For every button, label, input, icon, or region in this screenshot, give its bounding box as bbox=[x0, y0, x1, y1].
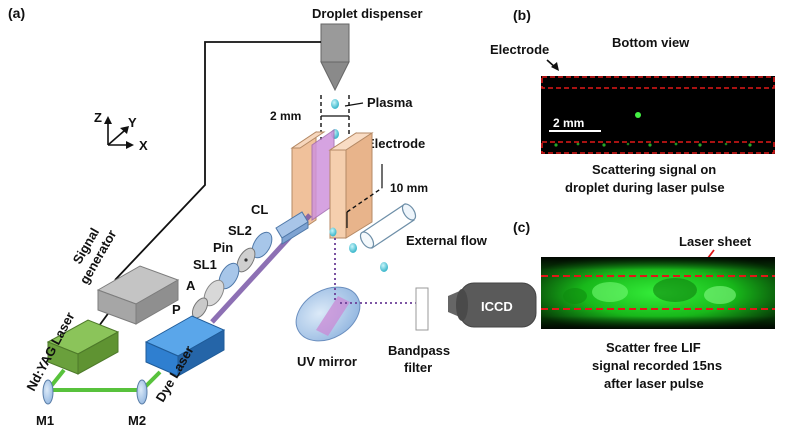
panel-b-electrode-label: Electrode bbox=[490, 42, 549, 57]
plasma-pointer bbox=[344, 102, 364, 107]
sl2-label: SL2 bbox=[228, 223, 252, 238]
uv-mirror-label: UV mirror bbox=[297, 354, 357, 369]
pinhole-aperture bbox=[244, 258, 248, 262]
panel-c-caption-line2: signal recorded 15ns bbox=[592, 358, 722, 373]
electrode-assembly bbox=[290, 129, 374, 239]
mirror-m2 bbox=[136, 379, 148, 405]
panel-c-caption-line1: Scatter free LIF bbox=[606, 340, 701, 355]
panel-a: (a) Droplet dispenser 2 mm Plasma Electr… bbox=[8, 5, 537, 428]
panel-b-caption-line1: Scattering signal on bbox=[592, 162, 716, 177]
external-flow-tube bbox=[359, 203, 417, 249]
signal-wire-dispenser bbox=[114, 41, 321, 281]
ten-mm-label: 10 mm bbox=[390, 181, 428, 195]
axis-z-label: Z bbox=[94, 110, 102, 125]
dye-laser bbox=[144, 315, 226, 377]
scatter-image bbox=[541, 76, 775, 154]
panel-b: (b) Electrode Bottom view 2 mm Scatterin… bbox=[490, 7, 775, 195]
scattering-droplet-spot bbox=[635, 112, 641, 118]
plasma-label: Plasma bbox=[367, 95, 413, 110]
panel-c: (c) Laser sheet Scatter free LIF signal … bbox=[513, 219, 775, 391]
droplet bbox=[329, 227, 337, 237]
mirror-m1 bbox=[42, 379, 54, 405]
panel-a-label: (a) bbox=[8, 5, 25, 21]
electrode-outline-top bbox=[541, 76, 775, 89]
droplet bbox=[349, 243, 357, 253]
pin-label: Pin bbox=[213, 240, 233, 255]
iccd-label: ICCD bbox=[481, 299, 513, 314]
coordinate-axes: Z Y X bbox=[94, 110, 148, 153]
electrode-label: Electrode bbox=[366, 136, 425, 151]
electrode-outline-bottom bbox=[541, 141, 775, 154]
ten-mm-guide bbox=[346, 187, 383, 213]
electrode-arrow-head bbox=[551, 62, 559, 71]
laser-sheet-label: Laser sheet bbox=[679, 234, 752, 249]
droplet-dispenser bbox=[320, 23, 350, 92]
panel-b-label: (b) bbox=[513, 7, 531, 23]
pump-beam bbox=[43, 368, 162, 392]
scatter-streak bbox=[554, 142, 752, 147]
panel-c-caption-line3: after laser pulse bbox=[604, 376, 704, 391]
lif-texture bbox=[563, 278, 736, 304]
two-mm-label: 2 mm bbox=[270, 109, 301, 123]
ndyag-laser bbox=[46, 319, 120, 375]
m1-label: M1 bbox=[36, 413, 54, 428]
external-flow-label: External flow bbox=[406, 233, 488, 248]
panel-c-label: (c) bbox=[513, 219, 530, 235]
scale-bar-label: 2 mm bbox=[553, 116, 584, 130]
polarizer-label: P bbox=[172, 302, 181, 317]
axis-y-label: Y bbox=[128, 115, 137, 130]
sl1-label: SL1 bbox=[193, 257, 217, 272]
bandpass-label-line2: filter bbox=[404, 360, 432, 375]
droplet bbox=[331, 99, 339, 109]
panel-b-caption-line2: droplet during laser pulse bbox=[565, 180, 725, 195]
cylindrical-lens bbox=[275, 211, 309, 245]
plasma-image-on-mirror bbox=[316, 296, 350, 336]
bandpass-label-line1: Bandpass bbox=[388, 343, 450, 358]
m2-label: M2 bbox=[128, 413, 146, 428]
aperture-label: A bbox=[186, 278, 196, 293]
bandpass-filter bbox=[415, 287, 429, 331]
signal-generator bbox=[96, 265, 180, 325]
panel-b-bottom-view-label: Bottom view bbox=[612, 35, 690, 50]
droplet bbox=[380, 262, 388, 272]
cl-label: CL bbox=[251, 202, 268, 217]
droplet-dispenser-label: Droplet dispenser bbox=[312, 6, 423, 21]
axis-x-label: X bbox=[139, 138, 148, 153]
iccd-camera bbox=[448, 282, 537, 328]
